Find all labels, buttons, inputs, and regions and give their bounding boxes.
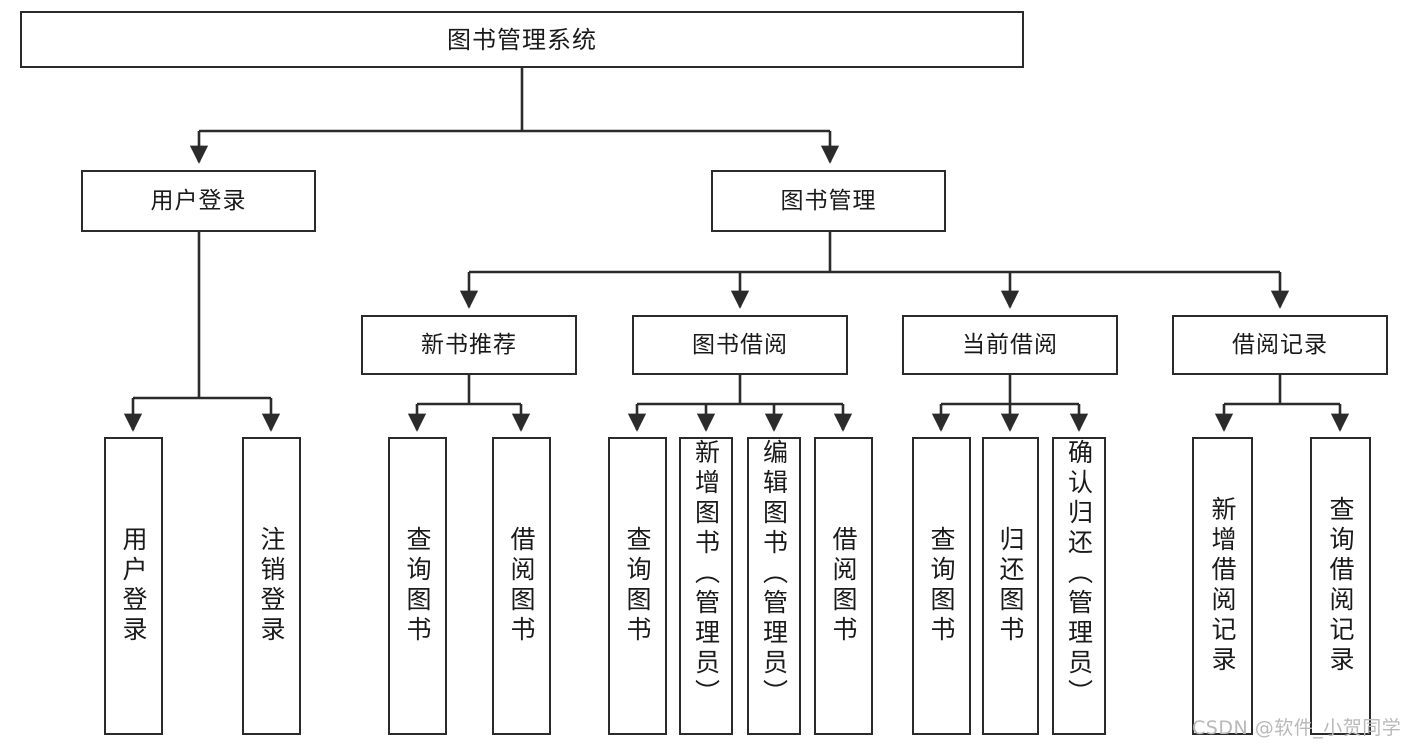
node-label: 用户登录 — [119, 526, 148, 646]
node-user-login[interactable]: 用户登录 — [81, 170, 316, 232]
node-new-book-recommend[interactable]: 新书推荐 — [361, 315, 577, 375]
node-label: 确认归还（管理员） — [1064, 439, 1094, 709]
node-label: 借阅记录 — [1232, 331, 1328, 358]
node-label: 归还图书 — [996, 526, 1025, 646]
node-label: 新增借阅记录 — [1208, 496, 1237, 676]
node-label: 查询图书 — [927, 526, 956, 646]
node-label: 注销登录 — [257, 526, 286, 646]
leaf-confirm-return-admin[interactable]: 确认归还（管理员） — [1052, 437, 1106, 735]
leaf-add-borrow-record[interactable]: 新增借阅记录 — [1192, 437, 1253, 735]
leaf-add-book-admin[interactable]: 新增图书（管理员） — [679, 437, 733, 735]
node-label: 图书管理系统 — [447, 25, 597, 54]
leaf-logout[interactable]: 注销登录 — [242, 437, 301, 735]
node-label: 查询借阅记录 — [1326, 496, 1355, 676]
leaf-query-book-current[interactable]: 查询图书 — [912, 437, 971, 735]
node-label: 用户登录 — [150, 187, 247, 214]
leaf-query-book-borrow[interactable]: 查询图书 — [608, 437, 667, 735]
leaf-return-book[interactable]: 归还图书 — [982, 437, 1039, 735]
leaf-edit-book-admin[interactable]: 编辑图书（管理员） — [747, 437, 801, 735]
node-root-book-management-system[interactable]: 图书管理系统 — [20, 11, 1024, 68]
leaf-borrow-book[interactable]: 借阅图书 — [814, 437, 873, 735]
leaf-borrow-book-recommend[interactable]: 借阅图书 — [492, 437, 551, 735]
csdn-watermark: CSDN @软件_小贺同学 — [1192, 717, 1402, 739]
node-label: 借阅图书 — [507, 526, 536, 646]
node-book-borrow[interactable]: 图书借阅 — [632, 315, 848, 375]
leaf-user-login[interactable]: 用户登录 — [104, 437, 163, 735]
node-label: 新书推荐 — [421, 331, 517, 358]
node-book-management[interactable]: 图书管理 — [711, 170, 946, 232]
leaf-query-book-recommend[interactable]: 查询图书 — [388, 437, 447, 735]
node-label: 查询图书 — [403, 526, 432, 646]
node-borrow-record[interactable]: 借阅记录 — [1172, 315, 1388, 375]
node-label: 查询图书 — [623, 526, 652, 646]
node-label: 借阅图书 — [829, 526, 858, 646]
node-current-borrow[interactable]: 当前借阅 — [902, 315, 1118, 375]
node-label: 图书管理 — [780, 187, 877, 214]
node-label: 图书借阅 — [692, 331, 788, 358]
node-label: 编辑图书（管理员） — [759, 439, 789, 709]
node-label: 当前借阅 — [962, 331, 1058, 358]
leaf-query-borrow-record[interactable]: 查询借阅记录 — [1310, 437, 1371, 735]
node-label: 新增图书（管理员） — [691, 439, 721, 709]
